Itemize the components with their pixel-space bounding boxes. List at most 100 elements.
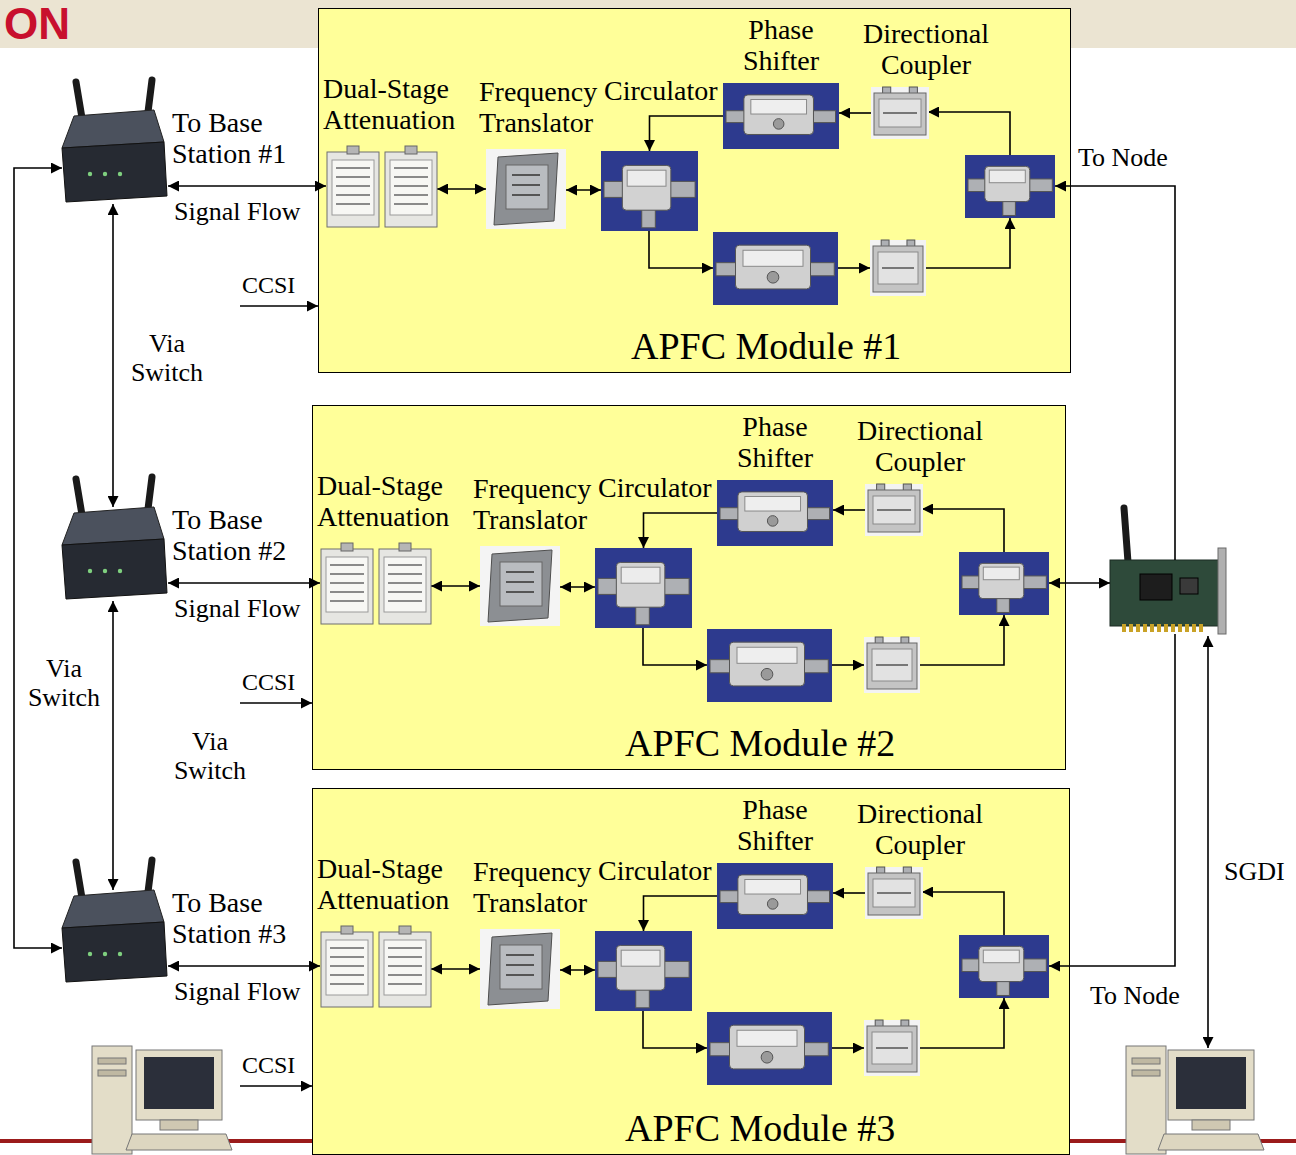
attenuator-print — [388, 591, 422, 593]
computer-monitor — [136, 1050, 222, 1120]
card-chip — [1140, 574, 1172, 600]
component-label: Phase Shifter — [723, 15, 839, 77]
card-contact — [1129, 624, 1133, 632]
computer-monitor — [1168, 1050, 1254, 1120]
phase-shifter-icon — [707, 1012, 832, 1085]
control-input-arrow — [240, 702, 312, 704]
attenuator-print — [388, 965, 422, 967]
attenuator-print — [330, 947, 364, 949]
component-picture — [717, 480, 833, 546]
translator-ground — [480, 546, 560, 626]
card-contact — [1136, 624, 1140, 632]
access-point-icon — [62, 860, 167, 982]
attenuator-pair: Dual-Stage Attenuation — [321, 926, 431, 1009]
attenuator-print — [330, 956, 364, 958]
translator-plate — [500, 945, 542, 989]
component-ground — [713, 232, 838, 305]
circulator-port — [1028, 179, 1052, 192]
access-point-front — [62, 922, 167, 982]
phase-shifter-body — [744, 95, 814, 135]
circulator-body — [622, 165, 670, 210]
module-internals — [649, 112, 1055, 305]
access-point-icon — [62, 477, 167, 599]
coupler-plate — [873, 496, 915, 524]
signal-wire — [926, 218, 1010, 268]
frequency-translator: Frequency Translator — [486, 149, 566, 229]
access-point-front — [62, 539, 167, 599]
component-picture — [480, 546, 560, 626]
circulator-body — [985, 166, 1030, 201]
antenna — [1124, 508, 1128, 562]
signal-wire — [649, 230, 713, 268]
port-label: To Base Station #2 — [172, 505, 302, 567]
signal-wire — [643, 1010, 707, 1048]
card-chip — [1180, 578, 1198, 594]
coupler-print — [882, 267, 914, 269]
directional-coupler: Directional Coupler — [865, 484, 923, 536]
attenuator-print — [330, 965, 364, 967]
circulator-port — [642, 209, 656, 228]
module-box: APFC Module #1Dual-Stage AttenuationFreq… — [318, 8, 1071, 373]
keyboard — [1158, 1134, 1264, 1150]
interface-label: SGDI — [1224, 858, 1285, 887]
frequency-translator: Frequency Translator — [480, 546, 560, 626]
node-link — [1049, 634, 1175, 966]
component-picture — [865, 867, 923, 919]
signal-connector — [644, 896, 718, 931]
circulator-icon — [965, 155, 1055, 218]
signal-wire — [838, 267, 870, 269]
component-ground — [959, 935, 1049, 998]
component-label: Frequency Translator — [473, 474, 605, 536]
attenuator-print — [330, 564, 364, 566]
base-station-link — [168, 185, 326, 187]
component-picture — [480, 929, 560, 1009]
translator-body — [494, 153, 558, 225]
attenuator-print — [388, 600, 422, 602]
circulator-port — [997, 980, 1010, 995]
base-station-link — [168, 965, 320, 967]
attenuator-pair: Dual-Stage Attenuation — [321, 543, 431, 626]
attenuator-port — [341, 926, 353, 934]
coupler-body — [868, 490, 920, 532]
drive-slot — [98, 1070, 126, 1076]
frequency-translator: Frequency Translator — [480, 929, 560, 1009]
component-label: Dual-Stage Attenuation — [317, 471, 467, 533]
directional-coupler: Directional Coupler — [865, 867, 923, 919]
signal-connector — [644, 513, 718, 548]
phase-shifter-port — [805, 1043, 829, 1056]
translator-print — [512, 194, 540, 196]
signal-wire — [922, 509, 1004, 552]
attenuator-body — [321, 549, 373, 624]
component-label: Directional Coupler — [845, 799, 995, 861]
status-light — [103, 569, 107, 573]
circulator-body — [616, 945, 664, 990]
coupler-body — [874, 93, 926, 135]
circulator-top — [621, 950, 660, 966]
antenna — [76, 862, 82, 898]
component-ground — [707, 629, 832, 702]
drive-slot — [98, 1058, 126, 1064]
attenuator-port — [399, 926, 411, 934]
module-internals — [643, 509, 1049, 702]
antenna — [148, 860, 152, 892]
component-label: Dual-Stage Attenuation — [317, 854, 467, 916]
computer-screen — [1176, 1057, 1246, 1109]
attenuator-plate — [384, 557, 426, 612]
phase-shifter-knob — [767, 899, 778, 910]
signal-connector — [431, 968, 480, 970]
control-input-label: CCSI — [242, 669, 295, 695]
directional-coupler-icon — [870, 240, 926, 296]
node-link — [1055, 186, 1175, 560]
component-picture — [321, 926, 431, 1009]
card-contact — [1122, 624, 1126, 632]
coupler-ground — [871, 87, 929, 139]
attenuator-print — [394, 185, 428, 187]
signal-connector — [833, 509, 865, 511]
card-bracket — [1218, 548, 1226, 634]
coupler-print — [877, 509, 911, 511]
drive-slot — [1132, 1058, 1160, 1064]
signal-flow-label: Signal Flow — [174, 978, 300, 1007]
attenuator-plate — [326, 940, 368, 995]
module-title: APFC Module #2 — [625, 723, 895, 765]
attenuator-print — [388, 974, 422, 976]
